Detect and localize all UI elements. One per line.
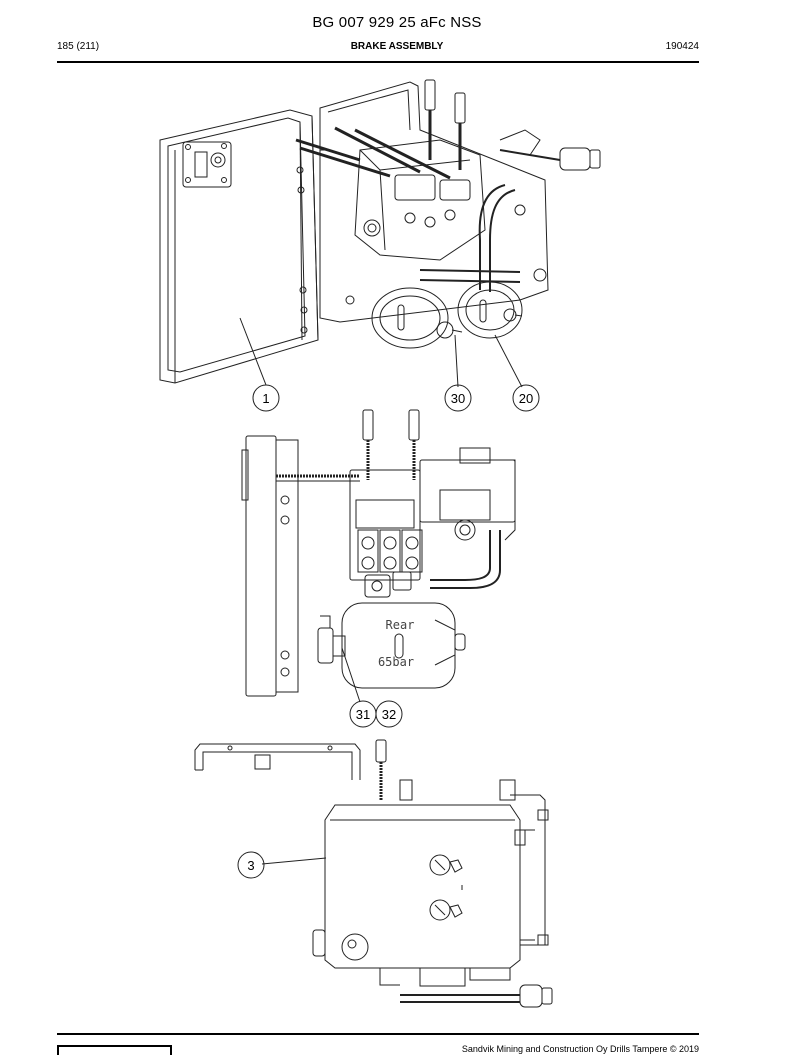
svg-text:31: 31 bbox=[356, 707, 370, 722]
copyright-footer: Sandvik Mining and Construction Oy Drill… bbox=[461, 1044, 699, 1054]
section-title: BRAKE ASSEMBLY bbox=[350, 41, 444, 52]
header-rule bbox=[57, 61, 699, 63]
sandvik-logo bbox=[57, 1045, 172, 1055]
callout-32: 32 bbox=[375, 700, 403, 728]
closed-cabinet-view bbox=[194, 739, 553, 1008]
svg-text:1: 1 bbox=[262, 391, 269, 406]
tank-label-rear: Rear bbox=[386, 618, 415, 632]
svg-text:30: 30 bbox=[451, 391, 465, 406]
footer-rule bbox=[57, 1033, 699, 1035]
tank-label-pressure: 65bar bbox=[378, 655, 414, 669]
page-number: 185 (211) bbox=[57, 41, 100, 52]
document-number: 190424 bbox=[665, 41, 699, 52]
callout-1: 1 bbox=[252, 384, 280, 412]
document-title: BG 007 929 25 aFc NSS bbox=[312, 14, 482, 31]
callout-3: 3 bbox=[237, 851, 265, 879]
leader-30 bbox=[454, 334, 459, 388]
leader-20 bbox=[494, 334, 523, 388]
leader-31-32 bbox=[341, 647, 361, 703]
cabinet-open-view bbox=[159, 79, 601, 384]
svg-text:20: 20 bbox=[519, 391, 533, 406]
callout-20: 20 bbox=[512, 384, 540, 412]
leader-1 bbox=[239, 317, 267, 386]
callout-31: 31 bbox=[349, 700, 377, 728]
leader-3 bbox=[261, 857, 327, 865]
callout-30: 30 bbox=[444, 384, 472, 412]
svg-text:3: 3 bbox=[247, 858, 254, 873]
front-view bbox=[241, 409, 516, 697]
svg-text:32: 32 bbox=[382, 707, 396, 722]
